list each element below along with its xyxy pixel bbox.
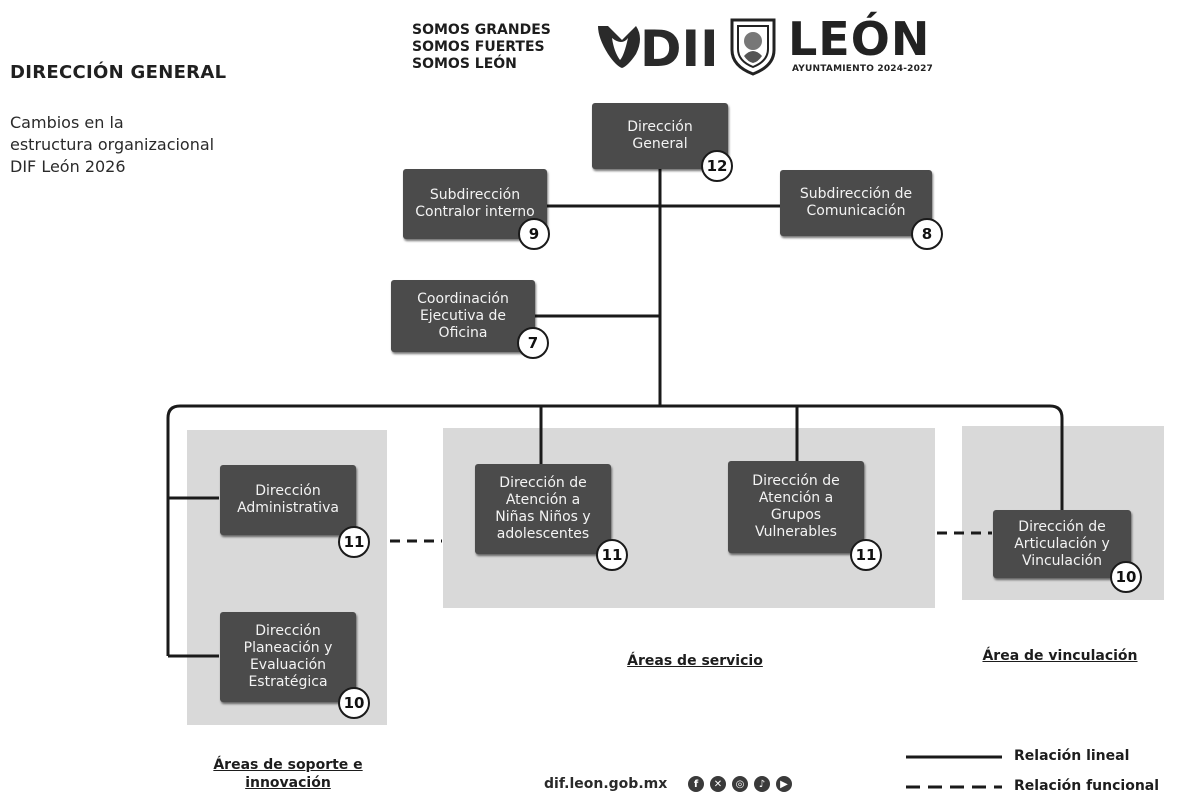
node-label: Dirección de Articulación y Vinculación (1014, 518, 1110, 569)
headcount-badge: 10 (1110, 561, 1142, 593)
dif-logo: DIF (598, 20, 714, 76)
headcount-badge: 12 (701, 150, 733, 182)
subtitle-line: Cambios en la (10, 113, 124, 132)
distribution-line (166, 404, 1064, 656)
node-planeacion: Dirección Planeación y Evaluación Estrat… (220, 612, 356, 702)
leon-crest-icon (730, 18, 776, 76)
headcount-badge: 11 (850, 539, 882, 571)
node-label: Dirección Planeación y Evaluación Estrat… (243, 623, 333, 690)
headcount-badge: 9 (518, 218, 550, 250)
node-coordinacion: Coordinación Ejecutiva de Oficina (391, 280, 535, 352)
headcount-badge: 10 (338, 687, 370, 719)
tiktok-icon[interactable]: ♪ (754, 776, 770, 792)
node-vinculacion: Dirección de Articulación y Vinculación (993, 510, 1131, 578)
headcount-badge: 7 (517, 327, 549, 359)
slogan: SOMOS GRANDES SOMOS FUERTES SOMOS LEÓN (412, 22, 551, 73)
node-label: Dirección Administrativa (237, 483, 339, 516)
legend-funcional: Relación funcional (1014, 778, 1160, 794)
group-label-soporte: Áreas de soporte e innovación (213, 757, 363, 791)
instagram-icon[interactable]: ◎ (732, 776, 748, 792)
headcount-badge: 11 (338, 526, 370, 558)
node-administrativa: Dirección Administrativa (220, 465, 356, 535)
page-subtitle: Cambios en la estructura organizacional … (10, 112, 270, 178)
node-vulnerables: Dirección de Atención a Grupos Vulnerabl… (728, 461, 864, 553)
node-comunicacion: Subdirección de Comunicación (780, 170, 932, 236)
node-label: Dirección General (627, 119, 693, 152)
page-title: DIRECCIÓN GENERAL (10, 62, 227, 83)
node-ninas: Dirección de Atención a Niñas Niños y ad… (475, 464, 611, 554)
subtitle-line: estructura organizacional (10, 135, 215, 154)
slogan-line: SOMOS GRANDES (412, 22, 551, 38)
website-link[interactable]: dif.leon.gob.mx (544, 776, 668, 792)
headcount-badge: 11 (596, 539, 628, 571)
headcount-badge: 8 (911, 218, 943, 250)
facebook-icon[interactable]: f (688, 776, 704, 792)
slogan-line: SOMOS LEÓN (412, 56, 517, 72)
group-label-vinculacion: Área de vinculación (982, 648, 1138, 664)
legend-lineal: Relación lineal (1014, 748, 1130, 764)
leon-subtitle: AYUNTAMIENTO 2024-2027 (792, 64, 934, 74)
node-label: Subdirección Contralor interno (415, 187, 535, 220)
group-label-servicio: Áreas de servicio (627, 653, 763, 669)
subtitle-line: DIF León 2026 (10, 157, 126, 176)
dif-logo-text: DIF (640, 20, 714, 76)
node-label: Subdirección de Comunicación (799, 186, 913, 219)
node-label: Dirección de Atención a Grupos Vulnerabl… (752, 473, 840, 540)
node-label: Dirección de Atención a Niñas Niños y ad… (495, 475, 591, 542)
node-direccion-general: Dirección General (592, 103, 728, 169)
node-label: Coordinación Ejecutiva de Oficina (417, 290, 509, 341)
leon-wordmark: LEÓN (788, 12, 931, 66)
youtube-icon[interactable]: ▶ (776, 776, 792, 792)
x-icon[interactable]: ✕ (710, 776, 726, 792)
slogan-line: SOMOS FUERTES (412, 39, 545, 55)
